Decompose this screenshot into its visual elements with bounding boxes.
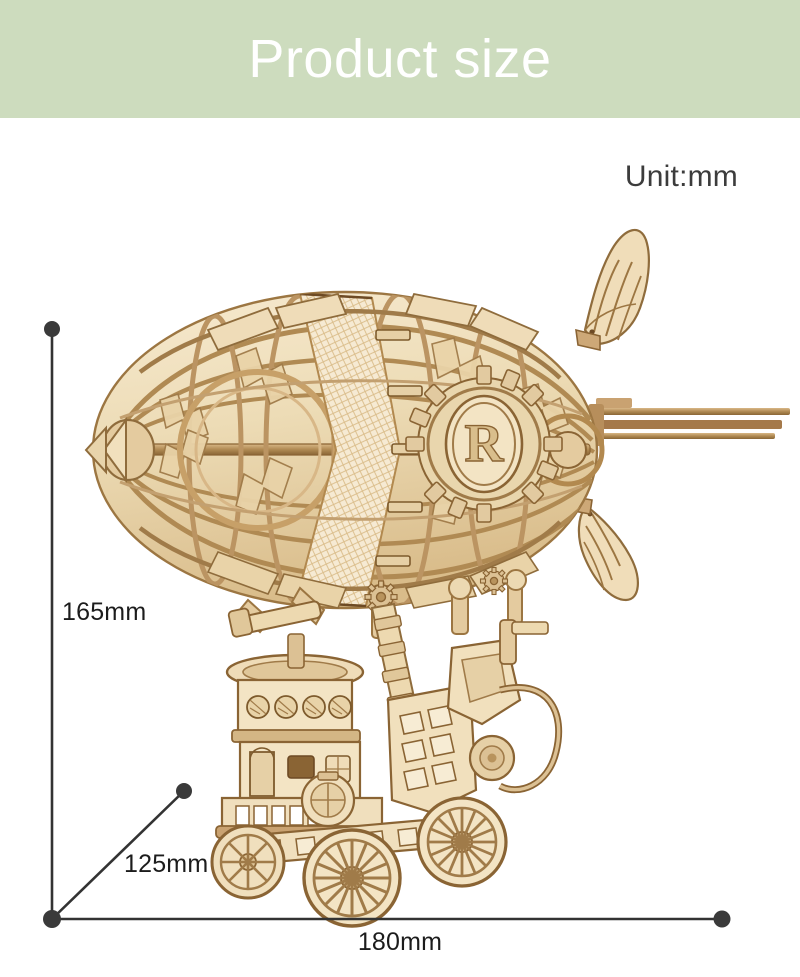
dimension-label-depth: 125mm — [124, 850, 209, 878]
dimension-label-height: 165mm — [62, 598, 147, 626]
dimension-endpoint-dots — [43, 321, 731, 928]
header-banner: Product size — [0, 0, 800, 118]
unit-note: Unit:mm — [624, 160, 738, 193]
page-title: Product size — [248, 29, 552, 89]
dimension-line-depth — [51, 790, 185, 920]
dimension-label-width: 180mm — [357, 928, 443, 956]
